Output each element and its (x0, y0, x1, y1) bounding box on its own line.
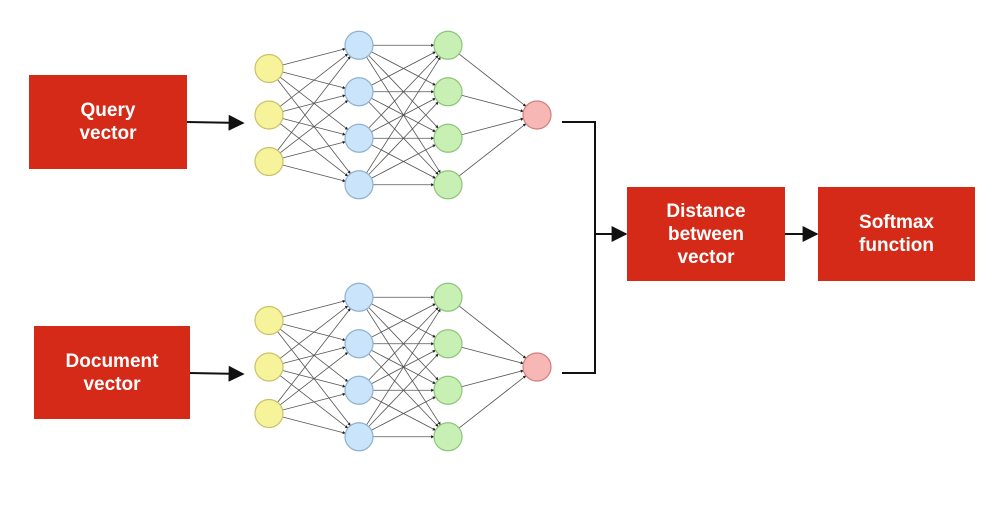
document-network-hidden2-neuron (433, 282, 463, 312)
query-network-connection (461, 117, 524, 136)
document-network-hidden2-neuron (433, 422, 463, 452)
query-network-hidden1-neuron (344, 123, 374, 153)
document-to-network-arrow (189, 365, 245, 382)
query-network-connection (461, 94, 524, 113)
query-network-connection (366, 56, 441, 174)
document-neural-network (254, 282, 552, 452)
document-network-connection (282, 392, 346, 411)
query-vector-box: Query vector (29, 75, 187, 169)
document-network-connection (279, 305, 349, 359)
query-network-output-neuron (522, 100, 552, 130)
document-network-hidden2-neuron (433, 329, 463, 359)
document-output-connector (562, 234, 596, 374)
document-network-input-neuron (254, 305, 284, 336)
query-network-input-neuron (254, 53, 284, 84)
query-network-connection (282, 140, 346, 159)
document-network-connection (366, 308, 441, 426)
document-network-input-neuron (254, 352, 284, 382)
query-network-connection (371, 144, 436, 179)
document-network-connection (368, 307, 439, 381)
query-network-hidden1-neuron (344, 77, 374, 107)
softmax-function-box: Softmax function (818, 187, 975, 281)
query-network-connection (368, 101, 439, 175)
document-network-connection (371, 303, 436, 338)
document-network-connection (461, 369, 524, 388)
document-network-connection (458, 305, 527, 359)
query-network-connection (458, 53, 527, 107)
query-network-hidden1-neuron (344, 170, 374, 200)
query-network-connection (371, 51, 436, 86)
query-network-connection (279, 100, 349, 154)
document-network-hidden1-neuron (344, 422, 374, 452)
query-network-connection (282, 47, 346, 66)
query-network-connection (458, 123, 527, 177)
document-network-hidden1-neuron (344, 375, 374, 405)
document-network-connection (279, 352, 349, 406)
query-network-hidden2-neuron (433, 170, 463, 200)
document-network-hidden1-neuron (344, 282, 374, 312)
query-network-input-neuron (254, 146, 284, 177)
document-network-connection (371, 396, 436, 431)
query-network-hidden2-neuron (433, 30, 463, 60)
document-network-input-neuron (254, 398, 284, 429)
query-to-network-arrow (186, 114, 245, 131)
document-network-output-neuron (522, 352, 552, 382)
query-network-connection (368, 55, 439, 129)
document-vector-box: Document vector (34, 326, 190, 419)
document-network-connection (368, 353, 439, 427)
query-network-hidden2-neuron (433, 77, 463, 107)
query-neural-network (254, 30, 552, 200)
query-network-input-neuron (254, 100, 284, 130)
document-network-connection (277, 308, 351, 403)
query-network-hidden1-neuron (344, 30, 374, 60)
document-network-connection (282, 299, 346, 318)
query-network-connection (282, 164, 346, 183)
query-network-connection (277, 56, 351, 151)
query-output-connector (562, 121, 596, 234)
query-network-hidden2-neuron (433, 123, 463, 153)
document-network-connection (458, 375, 527, 429)
document-network-connection (282, 416, 346, 435)
document-network-hidden2-neuron (433, 375, 463, 405)
document-network-connection (461, 346, 524, 365)
distance-between-vector-box: Distance between vector (627, 187, 785, 281)
document-network-hidden1-neuron (344, 329, 374, 359)
query-network-connection (279, 53, 349, 107)
